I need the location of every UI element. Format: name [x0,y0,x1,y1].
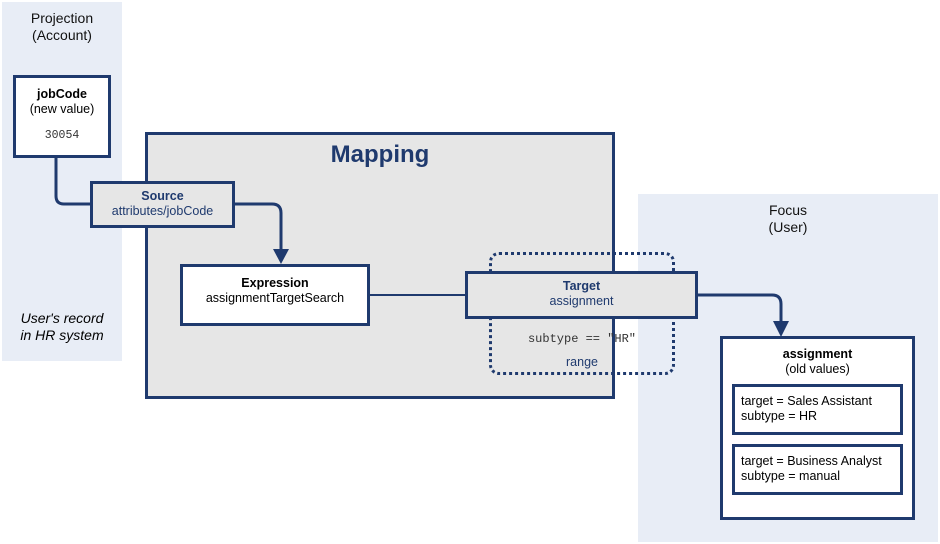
focus-title-line2: (User) [768,219,808,235]
target-title: Target [562,279,601,293]
range-condition: subtype == "HR" [527,332,637,346]
assignment-value-1-subtype: subtype = HR [741,409,818,423]
projection-title-line1: Projection [30,10,94,26]
projection-title: Projection (Account) [2,10,122,44]
target-to-assignment-arrowhead [773,321,789,337]
expression-box: Expression assignmentTargetSearch [180,264,370,326]
source-box: Source attributes/jobCode [90,181,235,228]
jobcode-box: jobCode (new value) 30054 [13,75,111,158]
jobcode-subtitle: (new value) [29,102,95,116]
focus-title: Focus (User) [638,202,938,236]
source-title: Source [141,189,184,203]
jobcode-value: 30054 [44,129,80,142]
target-to-assignment-arrow [697,293,783,322]
mapping-title: Mapping [330,141,430,168]
target-box: Target assignment [465,271,698,319]
range-label: range [566,355,598,369]
target-name: assignment [549,294,614,308]
projection-note-line1: User's record [20,310,104,326]
source-to-expression-arrow [234,202,283,250]
assignment-value-2-subtype: subtype = manual [741,469,841,483]
projection-title-line2: (Account) [32,27,92,43]
source-to-expression-arrowhead [273,249,289,264]
assignment-value-1-target: target = Sales Assistant [741,394,872,408]
projection-note: User's record in HR system [2,310,122,344]
assignment-value-2-target: target = Business Analyst [741,454,882,468]
focus-title-line1: Focus [768,202,808,218]
source-path: attributes/jobCode [111,204,214,218]
jobcode-title: jobCode [37,87,87,101]
assignment-value-2: target = Business Analyst subtype = manu… [732,444,903,495]
projection-note-line2: in HR system [20,327,104,343]
assignment-title: assignment [782,347,853,361]
jobcode-to-source-line [54,157,91,206]
assignment-value-1: target = Sales Assistant subtype = HR [732,384,903,435]
expression-title: Expression [241,276,309,290]
assignment-subtitle: (old values) [785,362,850,376]
expression-name: assignmentTargetSearch [205,291,345,305]
